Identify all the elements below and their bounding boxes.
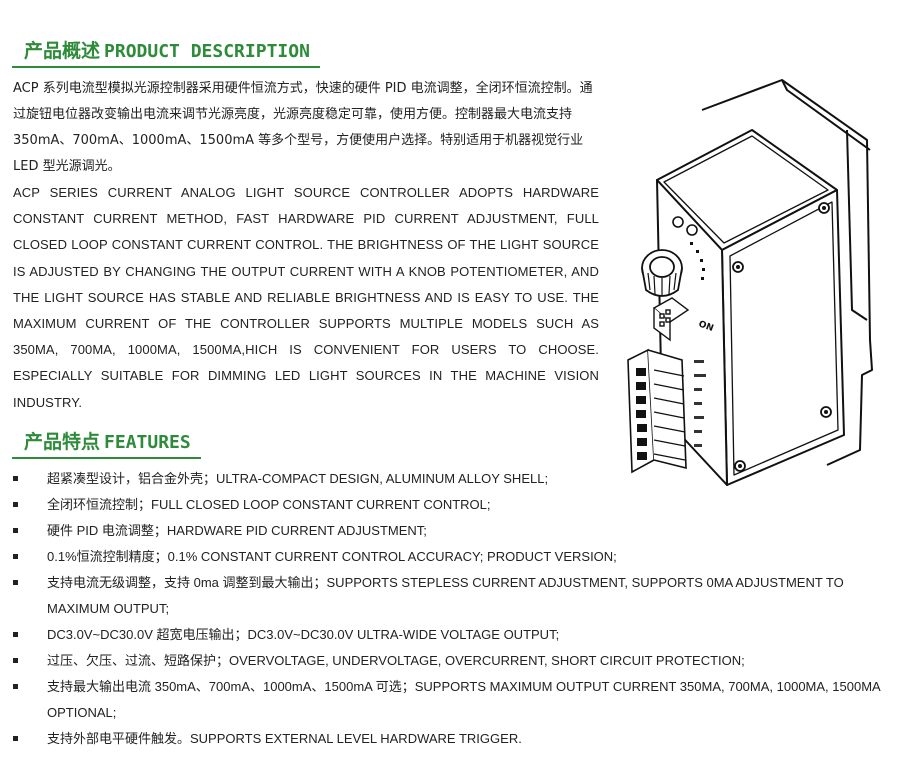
feature-text: 过压、欠压、过流、短路保护；OVERVOLTAGE, UNDERVOLTAGE,… (47, 653, 745, 668)
feature-item: 0.1%恒流控制精度；0.1% CONSTANT CURRENT CONTROL… (13, 544, 893, 570)
bullet-icon (13, 684, 18, 689)
feature-text: 硬件 PID 电流调整；HARDWARE PID CURRENT ADJUSTM… (47, 523, 427, 538)
bullet-icon (13, 632, 18, 637)
feature-text: 超紧凑型设计，铝合金外壳；ULTRA-COMPACT DESIGN, ALUMI… (47, 471, 549, 486)
feature-item: 过压、欠压、过流、短路保护；OVERVOLTAGE, UNDERVOLTAGE,… (13, 648, 893, 674)
feature-text: 支持电流无级调整，支持 0ma 调整到最大输出；SUPPORTS STEPLES… (47, 575, 844, 616)
bullet-icon (13, 658, 18, 663)
controller-device-illustration: ON (627, 79, 873, 486)
description-en-paragraph: ACP SERIES CURRENT ANALOG LIGHT SOURCE C… (13, 185, 599, 410)
feature-item: 硬件 PID 电流调整；HARDWARE PID CURRENT ADJUSTM… (13, 518, 893, 544)
features-heading-cn: 产品特点 (24, 431, 101, 453)
feature-text: 全闭环恒流控制；FULL CLOSED LOOP CONSTANT CURREN… (47, 497, 491, 512)
feature-text: 支持外部电平硬件触发。SUPPORTS EXTERNAL LEVEL HARDW… (47, 731, 522, 746)
features-heading-en: FEATURES (104, 432, 191, 453)
bullet-icon (13, 476, 18, 481)
description-heading-en: PRODUCT DESCRIPTION (104, 41, 310, 62)
feature-text: 支持最大输出电流 350mA、700mA、1000mA、1500mA 可选；SU… (47, 679, 880, 720)
feature-item: DC3.0V~DC30.0V 超宽电压输出；DC3.0V~DC30.0V ULT… (13, 622, 893, 648)
feature-item: 超紧凑型设计，铝合金外壳；ULTRA-COMPACT DESIGN, ALUMI… (13, 466, 893, 492)
bullet-icon (13, 736, 18, 741)
features-list: 超紧凑型设计，铝合金外壳；ULTRA-COMPACT DESIGN, ALUMI… (13, 466, 893, 752)
feature-item: 支持最大输出电流 350mA、700mA、1000mA、1500mA 可选；SU… (13, 674, 893, 726)
switch-label: ON (697, 319, 715, 334)
description-cn-paragraph: ACP 系列电流型模拟光源控制器采用硬件恒流方式，快速的硬件 PID 电流调整，… (13, 81, 593, 174)
feature-item: 全闭环恒流控制；FULL CLOSED LOOP CONSTANT CURREN… (13, 492, 893, 518)
bullet-icon (13, 580, 18, 585)
bullet-icon (13, 502, 18, 507)
bullet-icon (13, 528, 18, 533)
feature-item: 支持电流无级调整，支持 0ma 调整到最大输出；SUPPORTS STEPLES… (13, 570, 893, 622)
feature-item: 支持外部电平硬件触发。SUPPORTS EXTERNAL LEVEL HARDW… (13, 726, 893, 752)
feature-text: 0.1%恒流控制精度；0.1% CONSTANT CURRENT CONTROL… (47, 549, 617, 564)
description-heading-cn: 产品概述 (24, 40, 101, 62)
bullet-icon (13, 554, 18, 559)
feature-text: DC3.0V~DC30.0V 超宽电压输出；DC3.0V~DC30.0V ULT… (47, 627, 560, 642)
